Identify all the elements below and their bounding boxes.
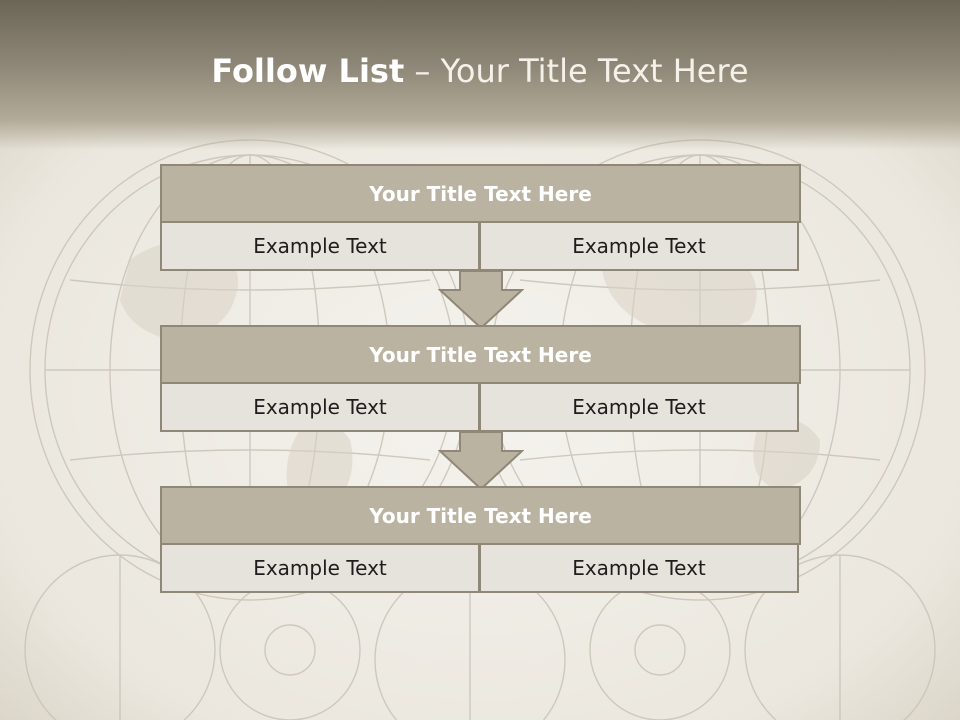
slide-title: Follow List – Your Title Text Here — [0, 52, 960, 90]
step-cell-left: Example Text — [160, 221, 480, 271]
down-arrow-icon — [438, 431, 524, 491]
step-cell-left: Example Text — [160, 543, 480, 593]
down-arrow-icon — [438, 270, 524, 330]
slide-title-bold: Follow List — [211, 52, 405, 90]
step-title: Your Title Text Here — [160, 486, 801, 545]
step-cell-right: Example Text — [479, 221, 799, 271]
step-title: Your Title Text Here — [160, 164, 801, 223]
step-cell-left: Example Text — [160, 382, 480, 432]
step-cell-right: Example Text — [479, 382, 799, 432]
title-band — [0, 0, 960, 150]
step-cell-right: Example Text — [479, 543, 799, 593]
slide-title-rest: – Your Title Text Here — [404, 52, 749, 90]
step-title: Your Title Text Here — [160, 325, 801, 384]
